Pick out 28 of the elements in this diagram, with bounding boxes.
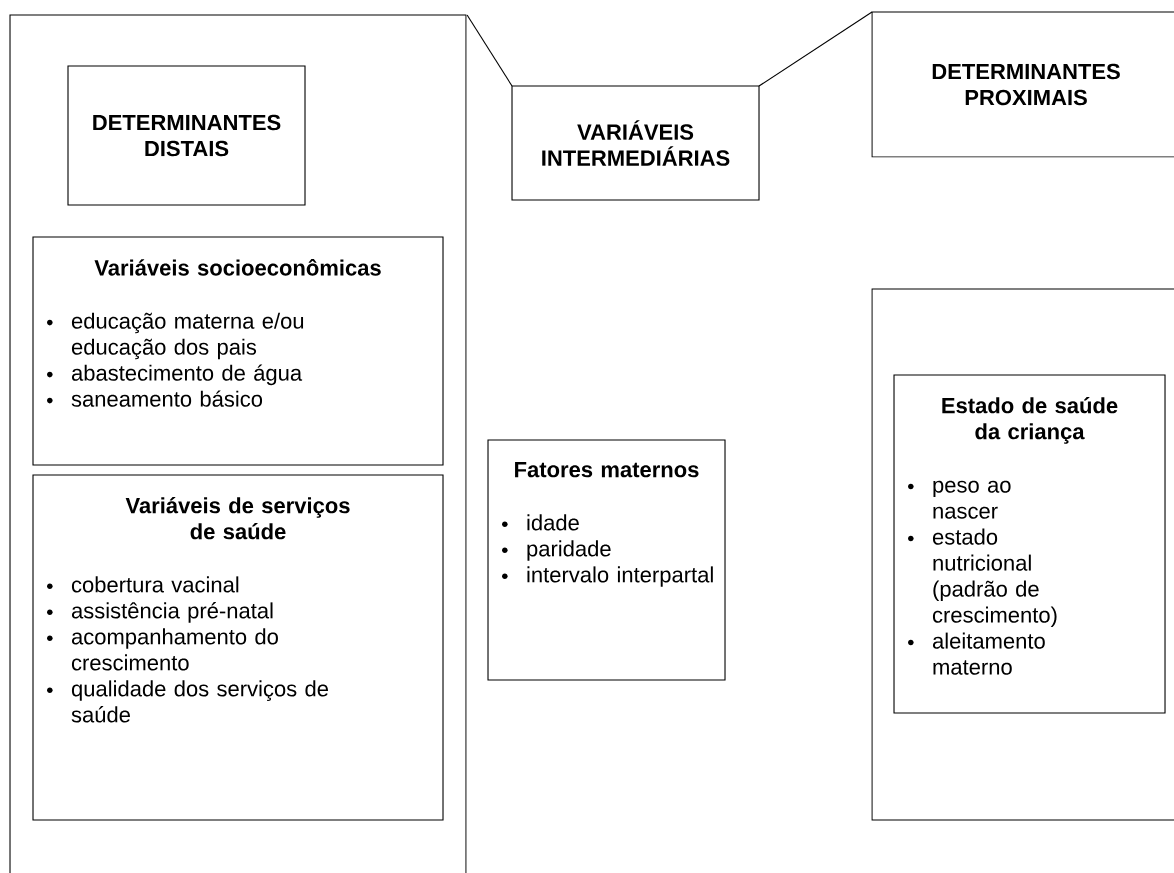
bullet-item: paridade <box>502 540 611 561</box>
text-box <box>487 439 726 681</box>
bullet-item: assistência pré-natal <box>47 602 273 623</box>
bullet-item: aleitamento materno <box>908 632 1045 675</box>
text-box <box>32 474 444 821</box>
box-heading: Variáveis socioeconômicas <box>94 259 381 276</box>
bullet-item: saneamento básico <box>47 390 263 407</box>
text-box <box>893 374 1166 714</box>
text-box <box>32 236 444 466</box>
bullet-item: idade <box>502 514 579 531</box>
bullet-item: intervalo interpartal <box>502 566 713 587</box>
box-title: VARIÁVEIS INTERMEDIÁRIAS <box>542 120 730 166</box>
box-heading: Fatores maternos <box>515 462 699 478</box>
text-box <box>67 65 306 206</box>
box-title: DETERMINANTES DISTAIS <box>93 114 281 157</box>
connector-line <box>466 14 513 87</box>
text-box <box>871 11 1174 158</box>
text-box <box>511 85 760 201</box>
bullet-item: cobertura vacinal <box>47 576 239 593</box>
bullet-item: qualidade dos serviços de saúde <box>47 680 328 723</box>
box-heading: Variáveis de serviços de saúde <box>125 497 350 540</box>
box-title: DETERMINANTES PROXIMAIS <box>932 63 1120 106</box>
box-heading: Estado de saúde da criança <box>942 397 1118 444</box>
bullet-item: estado nutricional (padrão de crescimento) <box>908 528 1057 628</box>
connector-line <box>758 11 873 87</box>
panel-frame <box>871 288 1174 821</box>
bullet-item: abastecimento de água <box>47 364 303 386</box>
panel-frame <box>9 14 467 873</box>
